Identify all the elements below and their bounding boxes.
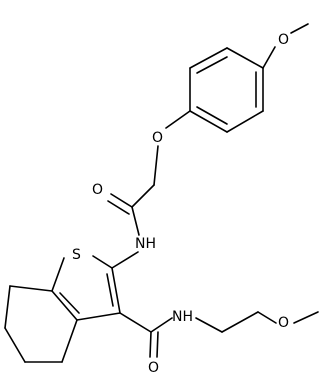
atom-nh-right: NH <box>172 309 193 325</box>
atom-s-ring: S <box>72 247 81 263</box>
bond-carbonyl-double-a <box>110 193 133 208</box>
bond-o-ether-ch2 <box>153 145 159 186</box>
bond-ch2-carbonyl <box>131 184 155 208</box>
atom-nh-left: NH <box>135 236 156 252</box>
atom-o-methoxy-right: O <box>278 315 289 331</box>
bond-ring-o-ether <box>165 110 191 129</box>
bond-o-methyl <box>293 311 319 324</box>
bond-carbonyl-nh-right <box>150 317 173 333</box>
atom-o-amide-bottom: O <box>148 360 159 376</box>
bond-carbonyl-o-bottom-b <box>156 331 159 358</box>
thiophene-ring <box>51 255 121 321</box>
phenyl-ring <box>189 47 264 133</box>
bond-carbonyl-double-b <box>107 200 130 215</box>
bond-o-ring-top <box>262 46 276 69</box>
atom-o-ether: O <box>152 130 163 146</box>
atom-o-amide-left: O <box>92 182 103 198</box>
bond-nh-thiophene <box>111 251 139 269</box>
bond-ch2-ch2 <box>221 311 259 333</box>
bond-carbonyl-o-bottom-a <box>149 331 152 358</box>
bond-ring-carbonyl-right <box>119 312 152 333</box>
bond-methyl-top <box>290 23 309 34</box>
atom-o-methoxy-top: O <box>278 32 289 48</box>
bond-nh-ch2 <box>195 317 223 333</box>
bond-ch2-o <box>257 311 277 324</box>
bond-carbonyl-nh <box>131 206 140 236</box>
cyclohexene-ring <box>4 285 78 363</box>
